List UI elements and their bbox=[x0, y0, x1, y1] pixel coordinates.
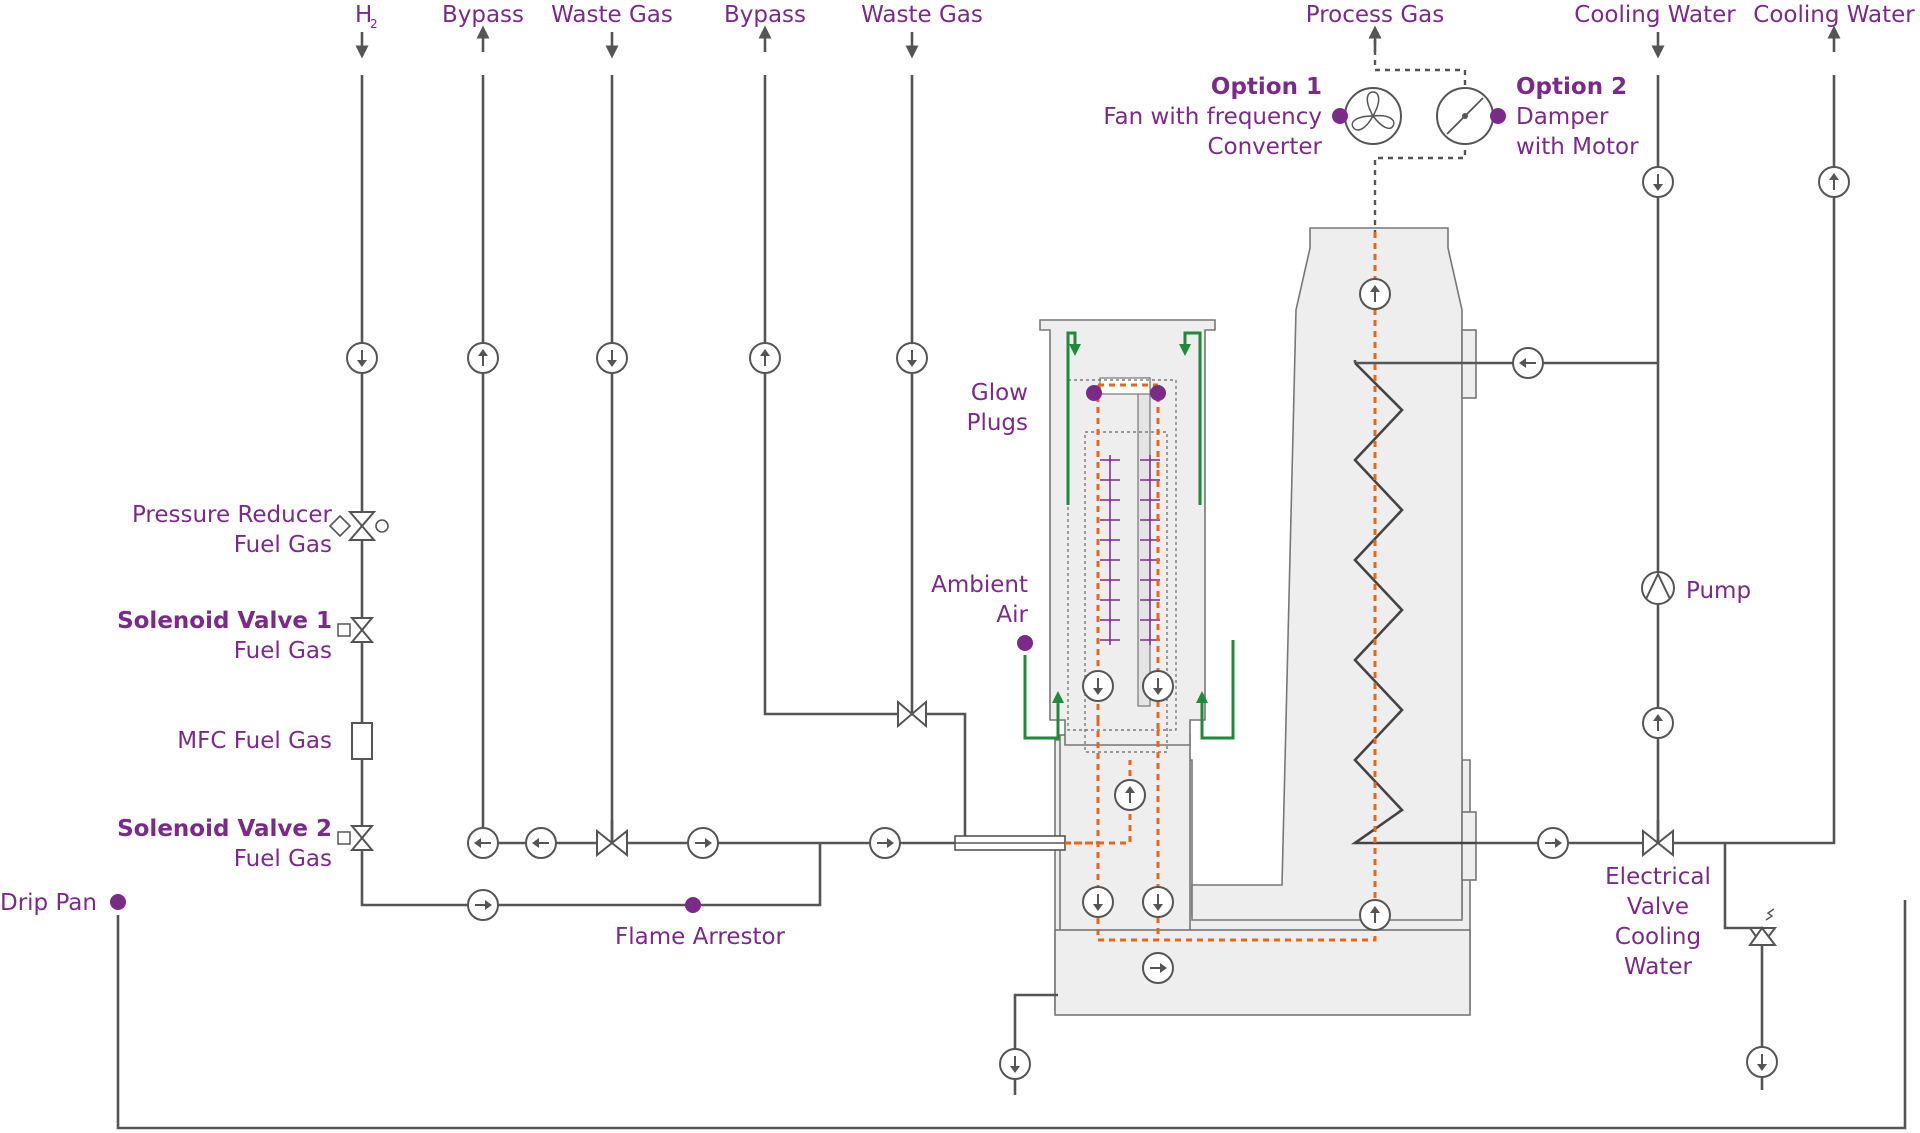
equipment bbox=[328, 87, 1778, 947]
damper-icon bbox=[1436, 87, 1494, 145]
process-gas-label: Process Gas bbox=[1306, 2, 1444, 28]
mfc-label: MFC Fuel Gas bbox=[177, 728, 332, 754]
label-dots bbox=[110, 108, 1506, 913]
fan-icon bbox=[1344, 87, 1402, 145]
h2-label: H bbox=[355, 2, 372, 28]
flow-direction-icon bbox=[1642, 166, 1674, 198]
bypass-1-label: Bypass bbox=[442, 2, 524, 28]
valve-line2: Valve bbox=[1627, 894, 1689, 920]
flow-direction-icon bbox=[525, 827, 557, 859]
relief-valve-icon bbox=[1748, 908, 1778, 947]
center-labels: Glow Plugs Ambient Air bbox=[931, 380, 1028, 628]
flow-direction-icon bbox=[749, 342, 781, 374]
waste-gas-1-label: Waste Gas bbox=[551, 2, 673, 28]
flame-arrestor-label: Flame Arrestor bbox=[615, 924, 786, 950]
right-labels: Pump Electrical Valve Cooling Water bbox=[1605, 578, 1751, 980]
pressure-reducer-icon bbox=[328, 511, 389, 541]
flow-direction-icon bbox=[1082, 670, 1114, 702]
flow-direction-icon bbox=[1359, 278, 1391, 310]
solenoid2-line2: Fuel Gas bbox=[234, 846, 332, 872]
solenoid1-line2: Fuel Gas bbox=[234, 638, 332, 664]
valve-line4: Water bbox=[1624, 954, 1693, 980]
option1-line1: Fan with frequency bbox=[1103, 104, 1322, 130]
option-labels: Option 1 Fan with frequency Converter Op… bbox=[1103, 74, 1639, 160]
flow-direction-icon bbox=[346, 342, 378, 374]
pump-label: Pump bbox=[1686, 578, 1751, 604]
flow-direction-icon bbox=[596, 342, 628, 374]
option1-line2: Converter bbox=[1207, 134, 1322, 160]
ambient-air-line1: Ambient bbox=[931, 572, 1028, 598]
flow-direction-icon bbox=[896, 342, 928, 374]
coil-heat-exchanger bbox=[1350, 362, 1476, 845]
top-labels: H 2 Bypass Waste Gas Bypass Waste Gas Pr… bbox=[355, 2, 1915, 31]
bypass-2-label: Bypass bbox=[724, 2, 806, 28]
option2-line1: Damper bbox=[1516, 104, 1609, 130]
pump-icon bbox=[1641, 571, 1675, 605]
ambient-air-line2: Air bbox=[996, 602, 1028, 628]
flow-direction-icon bbox=[1114, 779, 1146, 811]
h2-subscript: 2 bbox=[370, 17, 378, 31]
valve-line1: Electrical bbox=[1605, 864, 1711, 890]
cooling-water-out-label: Cooling Water bbox=[1753, 2, 1915, 28]
drip-pan-label: Drip Pan bbox=[0, 890, 97, 916]
electrical-valve-icon bbox=[1642, 820, 1674, 858]
solenoid-valve-1-icon bbox=[337, 617, 375, 643]
valve-line3: Cooling bbox=[1615, 924, 1701, 950]
glow-plugs-line1: Glow bbox=[971, 380, 1028, 406]
flow-direction-icon bbox=[1537, 827, 1569, 859]
bypass-valve-icon bbox=[897, 699, 927, 729]
ambient-air-flow bbox=[1023, 331, 1235, 740]
flow-direction-icon bbox=[467, 889, 499, 921]
flow-direction-icon bbox=[1142, 670, 1174, 702]
pressure-reducer-line1: Pressure Reducer bbox=[132, 502, 333, 528]
solenoid2-title: Solenoid Valve 2 bbox=[117, 816, 332, 842]
flow-direction-icon bbox=[1082, 886, 1114, 918]
flow-direction-icon bbox=[1142, 886, 1174, 918]
pressure-reducer-line2: Fuel Gas bbox=[234, 532, 332, 558]
flow-direction-icon bbox=[869, 827, 901, 859]
cooling-water-in-label: Cooling Water bbox=[1574, 2, 1736, 28]
flow-direction-icon bbox=[1818, 166, 1850, 198]
flow-direction-icon bbox=[999, 1048, 1031, 1080]
top-arrows bbox=[355, 25, 1841, 59]
mfc-icon bbox=[351, 722, 373, 760]
solenoid1-title: Solenoid Valve 1 bbox=[117, 608, 332, 634]
solenoid-valve-2-icon bbox=[337, 825, 375, 851]
flow-direction-icon bbox=[1512, 347, 1544, 379]
flow-indicators bbox=[346, 166, 1850, 1080]
flow-direction-icon bbox=[467, 342, 499, 374]
flow-direction-icon bbox=[1642, 707, 1674, 739]
flow-direction-icon bbox=[1142, 952, 1174, 984]
left-labels: Pressure Reducer Fuel Gas Solenoid Valve… bbox=[0, 502, 786, 950]
flow-direction-icon bbox=[1359, 899, 1391, 931]
glow-plugs-line2: Plugs bbox=[967, 410, 1028, 436]
option2-line2: with Motor bbox=[1516, 134, 1639, 160]
flow-direction-icon bbox=[467, 827, 499, 859]
waste-gas-2-label: Waste Gas bbox=[861, 2, 983, 28]
option2-title: Option 2 bbox=[1516, 74, 1627, 100]
option1-title: Option 1 bbox=[1211, 74, 1322, 100]
flow-direction-icon bbox=[1746, 1046, 1778, 1078]
flow-direction-icon bbox=[687, 827, 719, 859]
